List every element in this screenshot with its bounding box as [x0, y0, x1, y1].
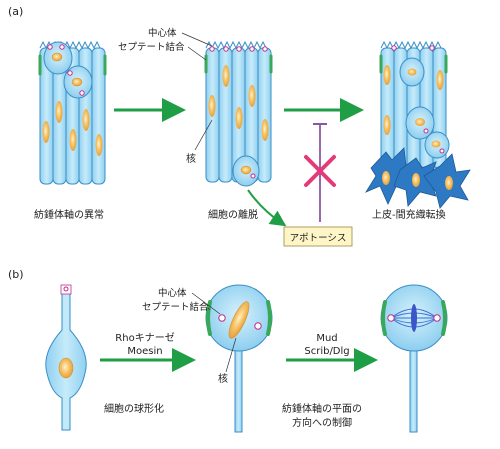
centrosome: [236, 46, 242, 52]
nucleus-label-b: 核: [218, 372, 228, 385]
basal-process: [234, 339, 243, 433]
caption-rounding: 細胞の球形化: [104, 402, 164, 415]
arrow1-line2: Moesin: [127, 346, 162, 357]
dividing-cell: [380, 284, 448, 433]
nucleus: [71, 77, 83, 87]
panel-b-label: (b): [8, 268, 24, 281]
centrosome-label-a: 中心体: [148, 27, 177, 39]
nucleus: [55, 101, 63, 123]
septate-label-b: セプテート結合: [142, 301, 209, 313]
septate-junction: [381, 300, 387, 336]
septate-junction: [206, 300, 212, 336]
nucleus: [248, 85, 256, 107]
centrosome: [79, 90, 85, 96]
basal-process: [409, 339, 418, 433]
centrosome: [63, 286, 69, 292]
centrosome: [429, 45, 435, 51]
chromosomes: [411, 304, 417, 332]
centrosome: [249, 46, 255, 52]
septate-junction: [441, 300, 447, 336]
centrosome: [387, 314, 395, 322]
nucleus: [407, 68, 417, 76]
centrosome: [47, 44, 53, 50]
microvilli: [205, 40, 267, 50]
nucleus-label-a: 核: [186, 152, 196, 165]
centrosome: [209, 46, 215, 52]
nucleus: [383, 65, 391, 85]
nucleus: [82, 109, 90, 131]
leader-line: [225, 337, 237, 373]
nucleus: [208, 95, 216, 117]
tissue-delamination: [204, 40, 273, 187]
nucleus: [261, 119, 269, 141]
caption-plane-line1: 紡錘体軸の平面の: [282, 402, 362, 415]
nucleus: [383, 115, 391, 135]
arrow-to-apoptosis: [247, 189, 287, 227]
caption-plane-line2: 方向への制御: [292, 416, 352, 429]
centrosome-label-b: 中心体: [158, 287, 187, 299]
arrow2-line2: Scrib/Dlg: [304, 346, 349, 357]
nucleus: [58, 357, 74, 379]
centrosome: [223, 46, 229, 52]
centrosome: [254, 322, 262, 330]
nucleus: [382, 171, 390, 185]
elongated-cell: [45, 284, 87, 431]
caption-emt: 上皮-間充織転換: [372, 208, 446, 221]
nucleus: [51, 52, 63, 62]
centrosome: [262, 46, 268, 52]
nucleus: [415, 118, 425, 126]
leader-line: [191, 292, 221, 315]
nucleus: [240, 165, 252, 175]
centrosome: [439, 148, 445, 154]
rounded-cell: [205, 284, 273, 433]
centrosome: [391, 45, 397, 51]
nucleus: [95, 134, 103, 156]
nucleus: [222, 65, 230, 87]
caption-spindle: 紡錘体軸の異常: [34, 208, 104, 221]
leader-line: [187, 46, 207, 61]
panel-a-label: (a): [8, 5, 23, 18]
nucleus: [436, 70, 444, 90]
centrosome: [433, 314, 441, 322]
nucleus: [228, 301, 250, 339]
nucleus: [235, 107, 243, 129]
centrosome: [218, 314, 226, 322]
leader-line: [181, 32, 213, 47]
tissue-spindle-abnormal: [38, 40, 107, 185]
centrosome: [423, 128, 429, 134]
arrow2-line1: Mud: [316, 333, 337, 344]
apoptosis-label: アポトーシス: [290, 233, 347, 244]
nucleus: [445, 176, 453, 190]
columnar-cell: [91, 47, 106, 185]
nucleus: [431, 140, 441, 148]
centrosome: [250, 173, 256, 179]
septate-label-a: セプテート結合: [118, 41, 185, 53]
nucleus: [42, 121, 50, 143]
tissue-emt: [364, 40, 471, 209]
leader-line: [207, 307, 211, 311]
apoptosis-box: [283, 226, 353, 247]
inhibit-x-icon: [304, 155, 336, 187]
septate-junction: [266, 300, 272, 336]
nucleus: [412, 173, 420, 187]
nucleus: [69, 129, 77, 151]
arrow1-line1: Rhoキナーゼ: [115, 332, 174, 344]
columnar-cell: [257, 47, 272, 183]
centrosome: [59, 44, 65, 50]
leader-line: [194, 119, 213, 151]
caption-delamination: 細胞の離脱: [208, 208, 258, 221]
centrosome: [67, 70, 73, 76]
